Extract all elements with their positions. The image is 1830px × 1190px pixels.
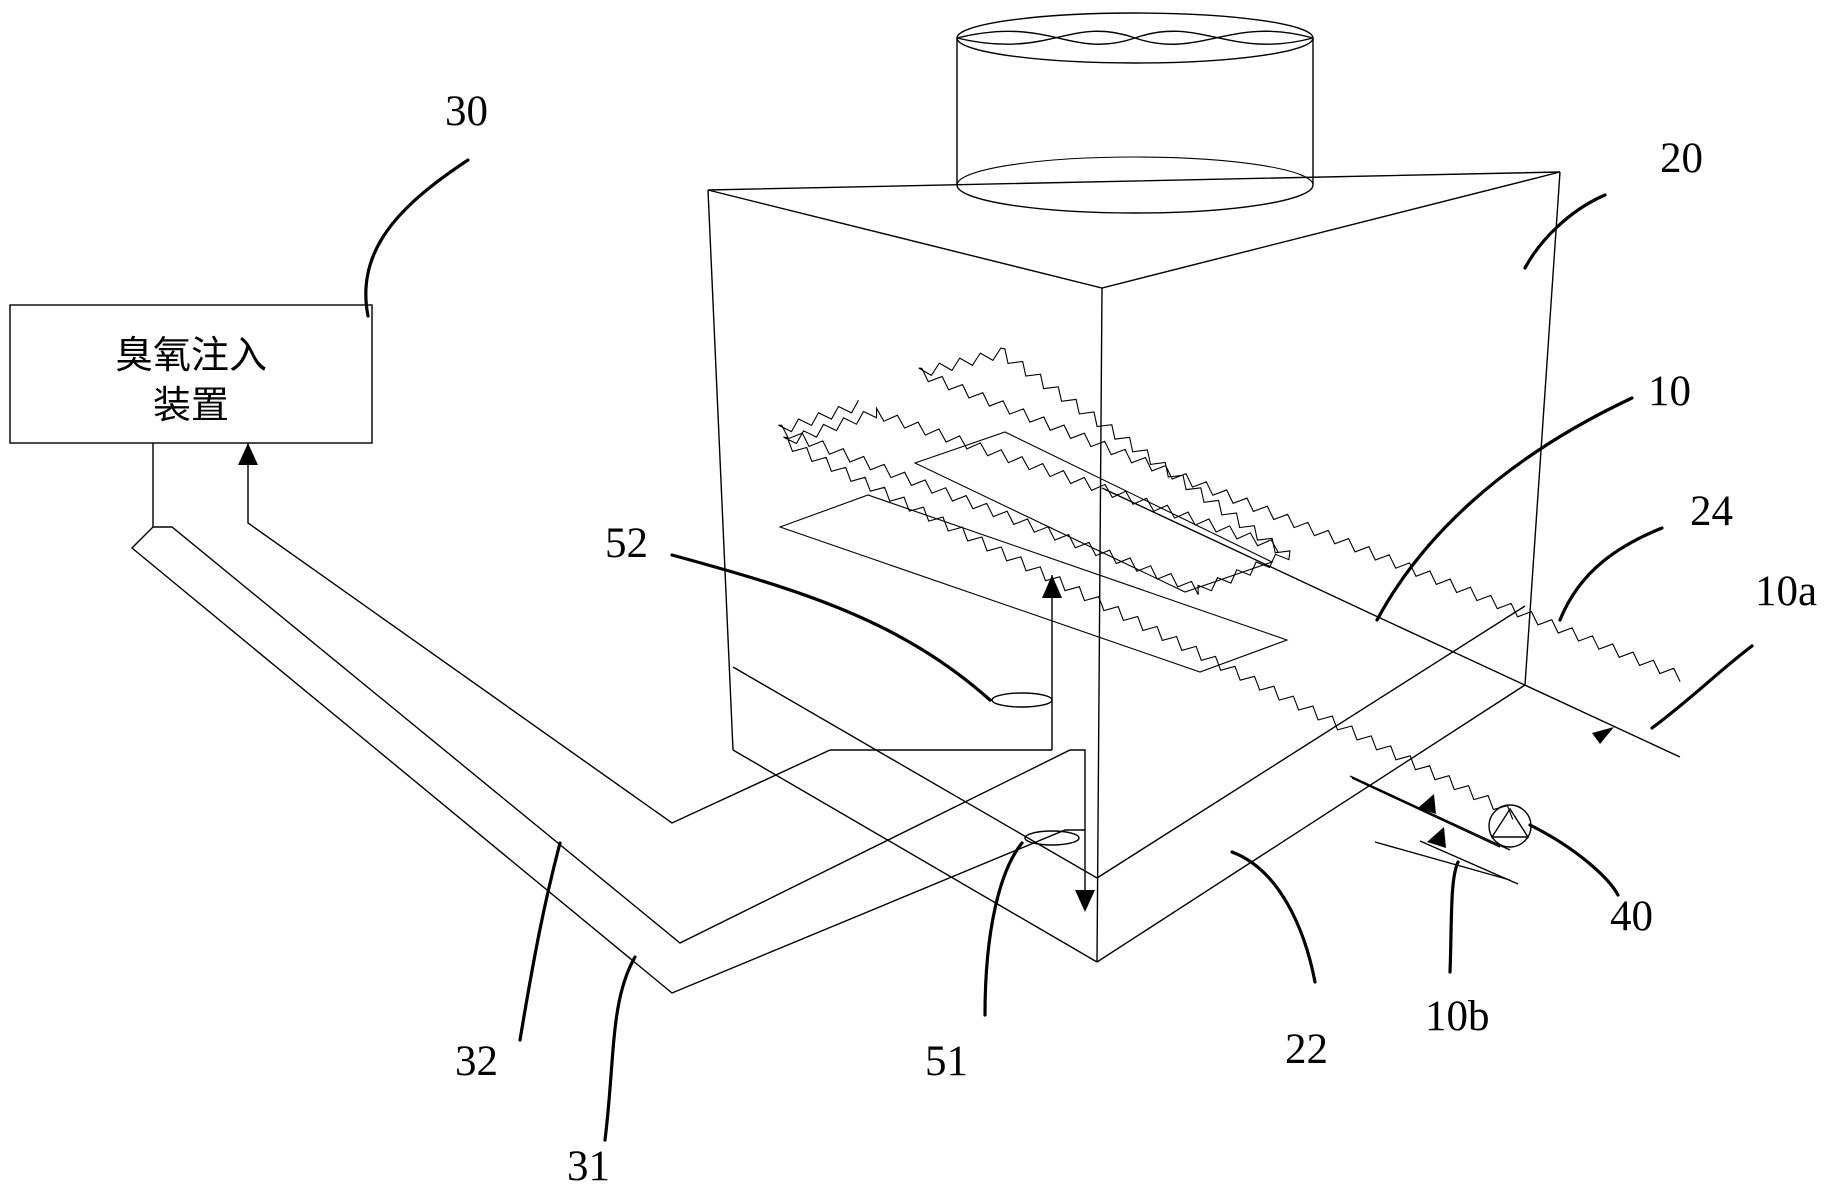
ref-52: 52 (605, 520, 648, 567)
leader-lines (364, 158, 1754, 1142)
leader-31 (603, 955, 637, 1142)
leader-32 (518, 841, 562, 1042)
ozone-outlet-pipe-31 (130, 443, 1095, 994)
coil-outlet-pipes (1351, 777, 1519, 885)
leader-20 (1523, 193, 1607, 270)
fan-cylinder (956, 12, 1314, 214)
flow-arrows (1418, 727, 1614, 848)
sensor-rings (991, 692, 1080, 846)
heat-exchange-coil (778, 347, 1681, 881)
ref-22: 22 (1285, 1026, 1328, 1073)
ref-31: 31 (567, 1143, 610, 1190)
ref-32: 32 (455, 1038, 498, 1085)
leader-24 (1558, 526, 1664, 622)
ref-10a: 10a (1755, 568, 1817, 615)
ref-30: 30 (445, 88, 488, 135)
leader-40 (1528, 823, 1620, 897)
leader-30 (364, 158, 470, 318)
device-label-line1: 臭氧注入 (115, 333, 267, 377)
sensor-ring-51 (1024, 830, 1080, 846)
leader-51 (983, 841, 1024, 1017)
device-label-line2: 装置 (153, 383, 229, 427)
leader-10 (1375, 396, 1634, 622)
ref-10b: 10b (1425, 993, 1490, 1040)
sensor-ring-52 (991, 692, 1053, 708)
leader-10a (1650, 644, 1754, 730)
reference-numerals: 30 20 10 24 10a 52 40 10b 22 51 32 31 (445, 88, 1817, 1190)
leader-22 (1230, 850, 1317, 984)
ozone-injection-device: 臭氧注入 装置 (9, 304, 373, 444)
ref-51: 51 (925, 1038, 968, 1085)
ozone-return-pipe-32 (238, 443, 1062, 824)
ref-10: 10 (1648, 368, 1691, 415)
ref-20: 20 (1660, 135, 1703, 182)
leader-52 (670, 553, 992, 702)
ref-24: 24 (1690, 488, 1733, 535)
ref-40: 40 (1610, 893, 1653, 940)
leader-10b (1448, 860, 1460, 974)
